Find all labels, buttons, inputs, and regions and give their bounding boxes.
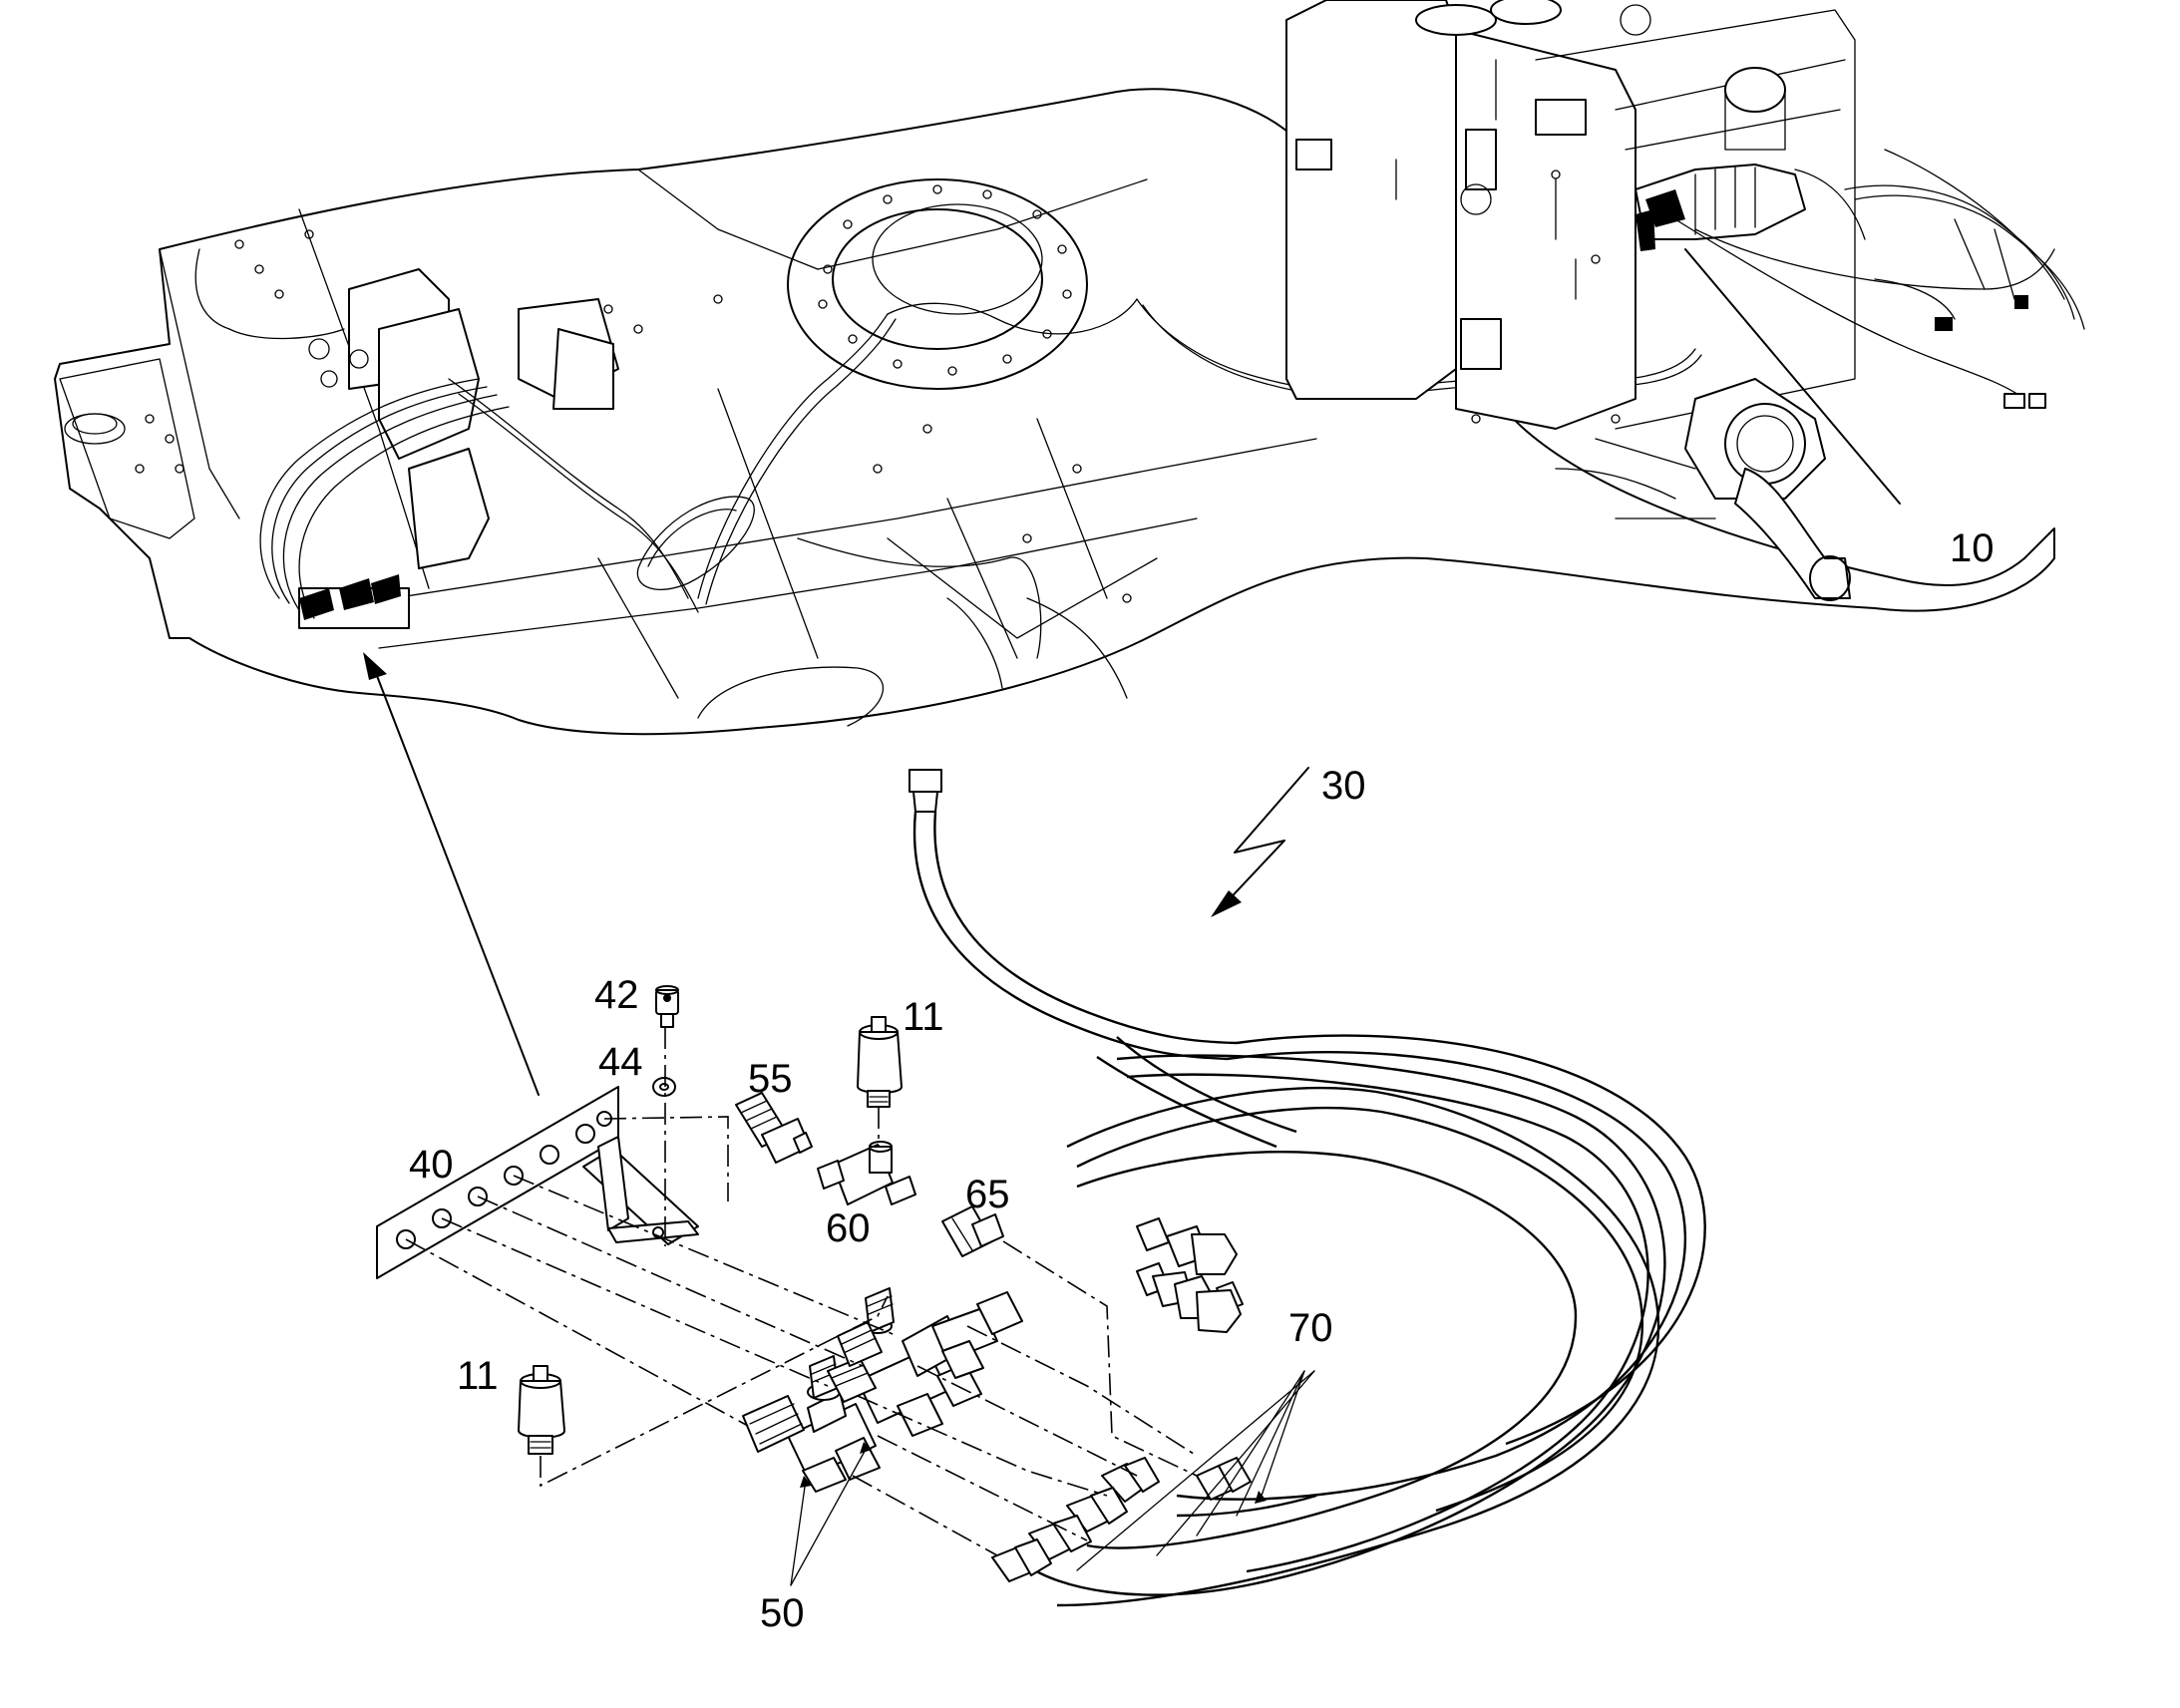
pressure-switch-11-top (857, 1016, 903, 1108)
callout-11-top: 11 (903, 995, 944, 1039)
hose-30 (908, 769, 1238, 1061)
frame-holes (135, 229, 1132, 603)
tee-60 (817, 1141, 916, 1205)
callout-44: 44 (598, 1040, 643, 1084)
callout-30: 30 (1321, 764, 1366, 808)
callout-40: 40 (409, 1143, 454, 1187)
lightning-arrow-30 (1211, 767, 1309, 917)
assembly-centerlines (405, 1116, 1198, 1556)
left-valve-block (298, 268, 619, 629)
assembly-arrow (363, 652, 540, 1096)
callout-50: 50 (760, 1591, 805, 1635)
bracket-40 (376, 1086, 699, 1279)
callout-60: 60 (826, 1206, 871, 1250)
washer-44 (652, 1077, 676, 1097)
callout-55: 55 (748, 1057, 793, 1101)
pressure-switch-11-bottom (518, 1365, 565, 1455)
screw-42 (655, 985, 679, 1028)
callout-10: 10 (1950, 526, 1995, 570)
frame-opening (697, 666, 885, 727)
right-hoses (1674, 149, 2085, 409)
callout-42: 42 (594, 973, 639, 1017)
hose-coil-70 (991, 1034, 1706, 1607)
machine-frame (54, 88, 2055, 736)
hydraulic-tank-cabinet (1285, 0, 1856, 601)
callout-65: 65 (965, 1173, 1010, 1216)
callout-11-bottom: 11 (457, 1354, 499, 1398)
nut-65 (941, 1205, 1004, 1257)
leader-10 (1684, 248, 1901, 505)
left-hose-bundle (194, 248, 699, 619)
callout-70: 70 (1288, 1306, 1333, 1350)
fitting-55 (735, 1092, 813, 1164)
swing-bearing-ring (787, 178, 1088, 390)
